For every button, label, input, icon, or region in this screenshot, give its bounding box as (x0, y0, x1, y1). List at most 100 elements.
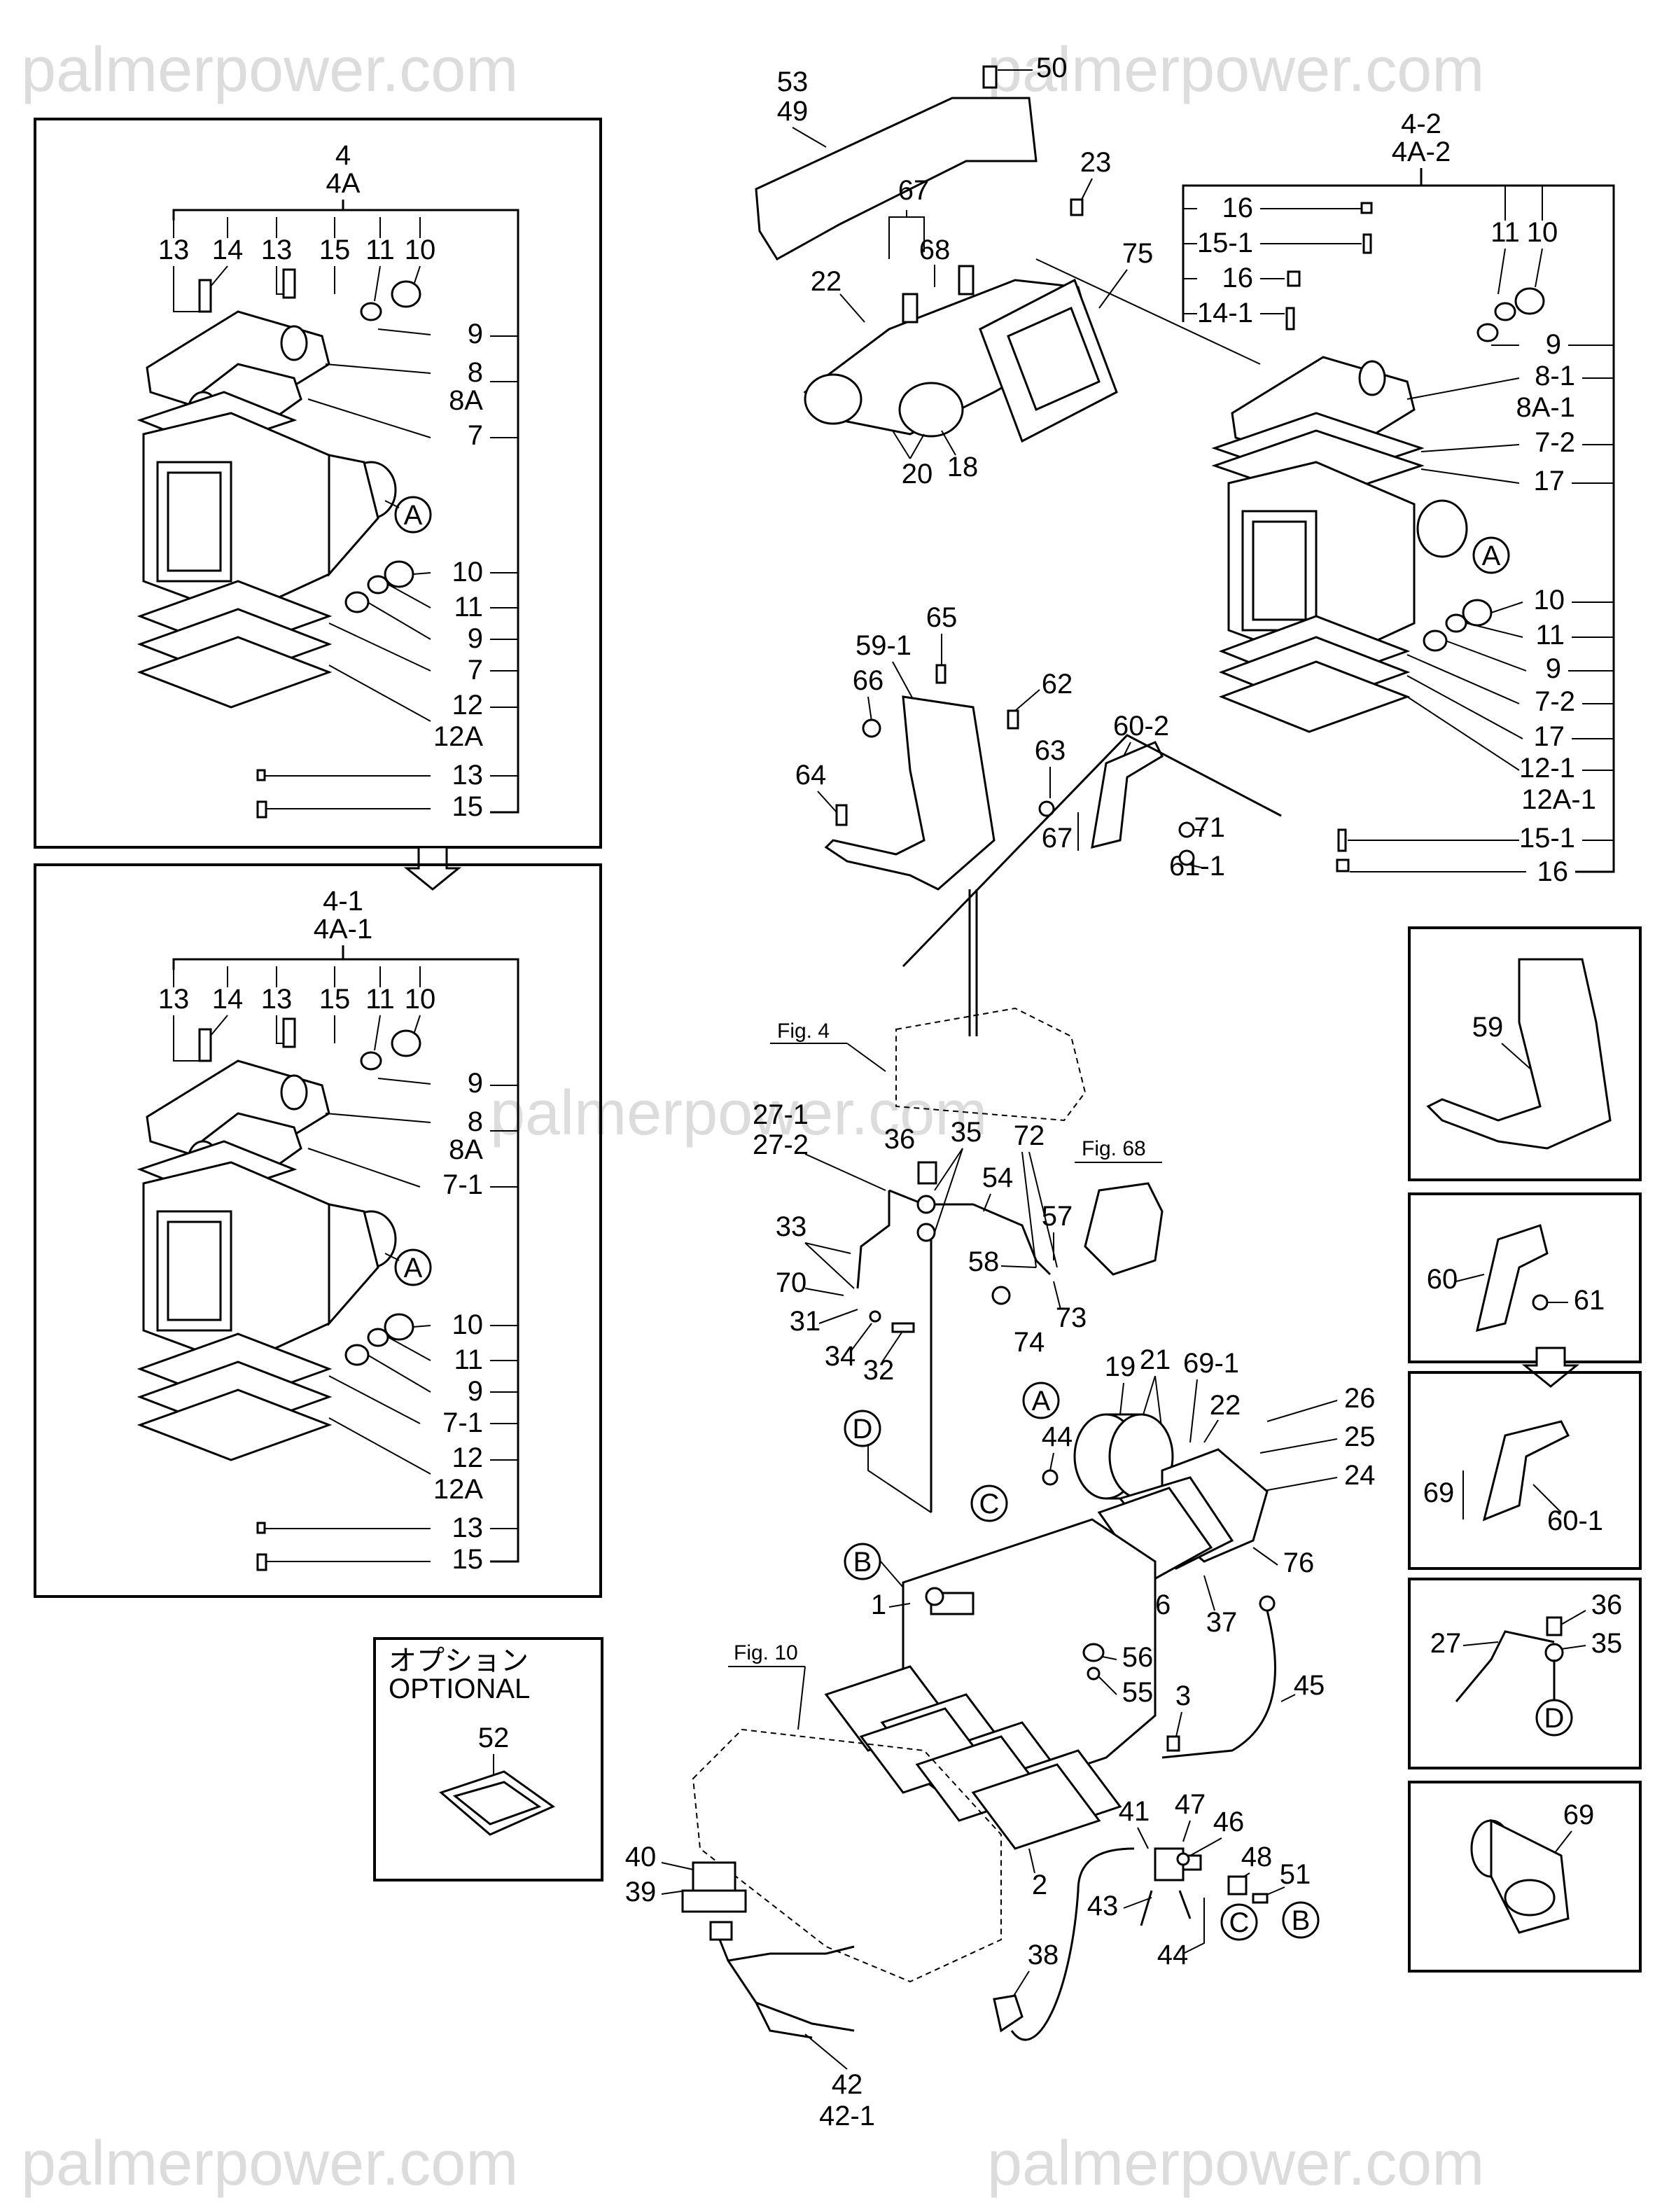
svg-text:7-1: 7-1 (442, 1169, 483, 1200)
panel-right-assembly: 4-2 4A-2 16 15-1 16 14-1 11 10 (1182, 109, 1615, 887)
svg-text:7-1: 7-1 (442, 1407, 483, 1438)
svg-text:13: 13 (452, 1512, 484, 1543)
svg-text:68: 68 (919, 235, 951, 265)
intercooler-body (142, 1161, 397, 1367)
svg-text:27-1: 27-1 (753, 1099, 809, 1130)
svg-text:11: 11 (1535, 620, 1565, 651)
svg-text:33: 33 (776, 1211, 807, 1242)
svg-text:10: 10 (405, 984, 436, 1015)
svg-text:13: 13 (261, 984, 293, 1015)
bracket-60-2 (1091, 741, 1164, 849)
svg-text:26: 26 (1344, 1383, 1376, 1414)
callout-A-circle-right (1472, 536, 1510, 574)
svg-text:8: 8 (468, 1106, 483, 1137)
svg-text:14: 14 (212, 984, 244, 1015)
svg-text:4A-2: 4A-2 (1392, 137, 1451, 167)
svg-text:15-1: 15-1 (1197, 228, 1253, 258)
callout-A-circle-mid (1022, 1382, 1060, 1419)
svg-text:10: 10 (452, 557, 484, 587)
right-left-labels: 16 15-1 16 14-1 (1197, 193, 1253, 328)
svg-text:16: 16 (1537, 856, 1569, 887)
svg-text:12A: 12A (433, 721, 483, 752)
svg-text:12A: 12A (433, 1474, 483, 1505)
svg-text:14-1: 14-1 (1197, 298, 1253, 328)
throttle-flange (1097, 1448, 1269, 1584)
svg-text:72: 72 (1014, 1120, 1045, 1151)
svg-text:38: 38 (1028, 1940, 1059, 1970)
svg-text:55: 55 (1122, 1677, 1154, 1708)
svg-text:13: 13 (158, 984, 190, 1015)
svg-text:63: 63 (1035, 735, 1066, 766)
side-panel-69: 69 (1408, 1781, 1642, 1973)
pressure-sensor (1154, 1847, 1269, 1904)
svg-text:22: 22 (1210, 1390, 1241, 1421)
svg-text:9: 9 (468, 1376, 483, 1407)
svg-text:19: 19 (1105, 1351, 1136, 1382)
support-bracket (824, 695, 996, 891)
optional-title-jp: オプション (389, 1646, 529, 1676)
svg-text:40: 40 (625, 1842, 657, 1872)
svg-text:7-2: 7-2 (1535, 686, 1575, 717)
svg-text:13: 13 (261, 235, 293, 265)
side-label-column: 9 8 8A 7-1 10 11 9 7-1 12 12A 13 15 (433, 1068, 483, 1575)
svg-text:32: 32 (863, 1355, 895, 1386)
svg-text:4-2: 4-2 (1401, 109, 1441, 139)
svg-text:23: 23 (1080, 147, 1112, 178)
svg-text:11: 11 (365, 984, 395, 1015)
svg-text:60-2: 60-2 (1113, 711, 1169, 742)
callout-C: C (979, 1489, 1000, 1519)
svg-text:34: 34 (825, 1341, 856, 1372)
svg-text:8: 8 (468, 357, 483, 388)
svg-text:60-1: 60-1 (1547, 1505, 1603, 1536)
air-inlet-pipe (1073, 1413, 1174, 1500)
callout-A: A (404, 500, 423, 531)
panel-title-line2: 4A-1 (314, 914, 373, 945)
svg-text:69: 69 (1423, 1477, 1455, 1508)
callout-D: D (853, 1414, 873, 1445)
svg-text:58: 58 (968, 1246, 1000, 1277)
svg-text:54: 54 (982, 1162, 1014, 1193)
svg-text:50: 50 (1036, 53, 1068, 83)
side-panel-59: 59 (1408, 926, 1642, 1181)
bracket-group: 65 59-1 66 62 60-2 63 64 67 71 61-1 (795, 602, 1282, 1036)
callout-B-circle-lower (1282, 1901, 1320, 1939)
svg-text:13: 13 (452, 760, 484, 791)
svg-text:59-1: 59-1 (856, 630, 912, 661)
panel-title-line1: 4 (335, 140, 351, 171)
svg-text:12: 12 (452, 690, 484, 721)
svg-text:15-1: 15-1 (1519, 823, 1575, 854)
fig-ref-68: Fig. 68 (1082, 1137, 1146, 1160)
svg-text:2: 2 (1032, 1870, 1047, 1900)
svg-text:11: 11 (1490, 217, 1520, 248)
panel-optional: オプション OPTIONAL 52 (373, 1637, 603, 1881)
svg-text:27-2: 27-2 (753, 1129, 809, 1160)
svg-text:9: 9 (1546, 653, 1561, 684)
panel-title-line2: 4A (326, 168, 361, 199)
svg-text:61: 61 (1574, 1285, 1605, 1316)
callout-A: A (1482, 541, 1501, 571)
svg-text:46: 46 (1213, 1807, 1245, 1837)
lower-plate (137, 636, 333, 709)
svg-text:9: 9 (468, 623, 483, 654)
panel-top-left: 4 4A 13 14 13 15 11 10 (34, 118, 602, 849)
svg-text:31: 31 (790, 1306, 821, 1337)
fig-ref-4: Fig. 4 (777, 1020, 830, 1043)
lower-plate (137, 1389, 333, 1461)
svg-text:37: 37 (1206, 1607, 1238, 1638)
svg-text:70: 70 (776, 1267, 807, 1298)
svg-text:49: 49 (777, 96, 809, 127)
pipe-27-detail (1455, 1630, 1555, 1702)
sensor-38 (993, 1994, 1024, 2033)
svg-text:36: 36 (1591, 1590, 1623, 1620)
svg-text:53: 53 (777, 67, 809, 97)
svg-text:69-1: 69-1 (1183, 1348, 1239, 1379)
svg-text:59: 59 (1472, 1012, 1504, 1043)
cover-bracket (755, 97, 1038, 261)
watermark-center: palmerpower.com (490, 1078, 987, 1148)
panel-title-line1: 4-1 (323, 886, 363, 917)
side-panel-60-1: 69 60-1 (1408, 1371, 1642, 1570)
pipe-group: 27-1 27-2 36 35 72 54 57 Fig. 68 33 58 7… (753, 1099, 1164, 1512)
svg-text:20: 20 (902, 459, 933, 489)
svg-text:35: 35 (1591, 1628, 1623, 1659)
